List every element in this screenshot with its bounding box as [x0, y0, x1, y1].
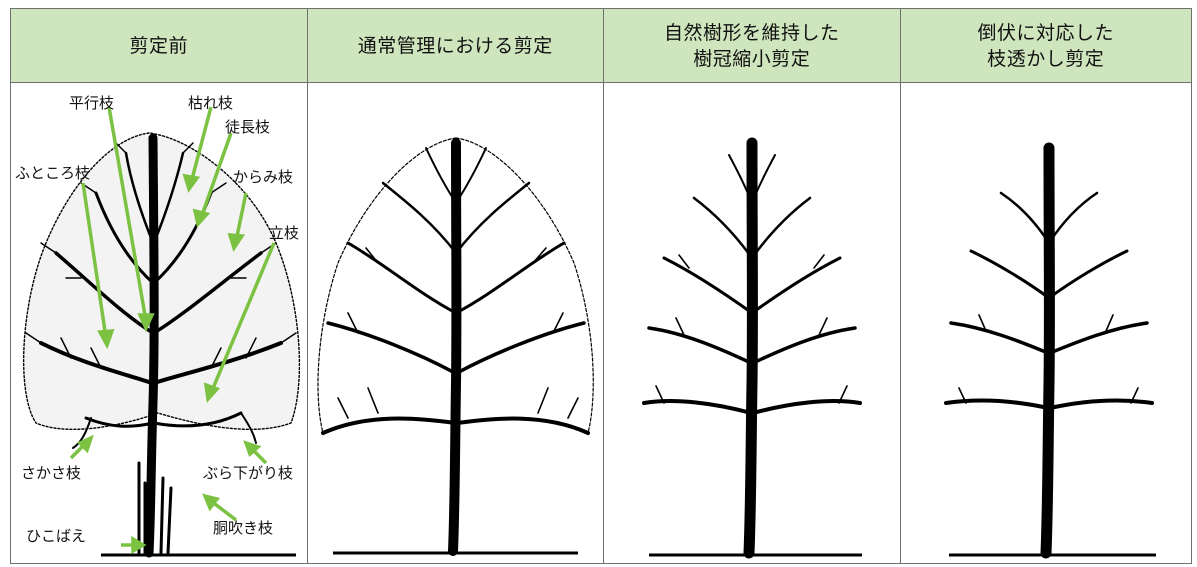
column-before-pruning: 剪定前 [11, 9, 308, 563]
header-regular-pruning: 通常管理における剪定 [307, 9, 603, 83]
header-title-line: 樹冠縮小剪定 [693, 47, 811, 70]
tree-silhouette-icon [22, 106, 301, 558]
regular-pruning-illustration [308, 83, 604, 563]
label-karami: からみ枝 [233, 168, 294, 186]
header-title-line: 通常管理における剪定 [357, 34, 553, 57]
column-regular-pruning: 通常管理における剪定 [307, 9, 604, 563]
label-heiko: 平行枝 [69, 94, 115, 112]
label-tachi: 立枝 [269, 224, 300, 242]
header-title-line: 自然樹形を維持した [663, 21, 840, 44]
crown-reduction-illustration [604, 83, 900, 563]
label-burasagari: ぶら下がり枝 [203, 464, 294, 482]
label-hikobae: ひこばえ [26, 527, 87, 545]
thinning-pruning-illustration [901, 83, 1192, 563]
header-title-line: 枝透かし剪定 [987, 47, 1105, 70]
header-title-line: 倒伏に対応した [977, 21, 1114, 44]
header-crown-reduction: 自然樹形を維持した 樹冠縮小剪定 [604, 9, 900, 83]
header-before-pruning: 剪定前 [11, 9, 307, 83]
green-arrow-icon [69, 106, 276, 555]
label-sakasa: さかさ枝 [21, 464, 82, 482]
label-futokoro: ふところ枝 [15, 164, 91, 182]
before-pruning-illustration: 平行枝 枯れ枝 徒長枝 ふところ枝 からみ枝 立枝 さかさ枝 ぶら下がり枝 ひこ… [11, 83, 307, 563]
label-toncho: 徒長枝 [225, 118, 271, 136]
pruning-comparison-table: 剪定前 [10, 8, 1192, 564]
label-kare: 枯れ枝 [188, 94, 234, 112]
column-thinning-pruning: 倒伏に対応した 枝透かし剪定 [900, 9, 1192, 563]
label-dobuki: 胴吹き枝 [213, 519, 274, 537]
tree-silhouette-icon [943, 142, 1156, 559]
header-title-line: 剪定前 [129, 34, 188, 57]
tree-silhouette-icon [316, 137, 594, 556]
tree-silhouette-icon [642, 137, 862, 559]
column-crown-reduction: 自然樹形を維持した 樹冠縮小剪定 [604, 9, 901, 563]
header-thinning-pruning: 倒伏に対応した 枝透かし剪定 [900, 9, 1191, 83]
